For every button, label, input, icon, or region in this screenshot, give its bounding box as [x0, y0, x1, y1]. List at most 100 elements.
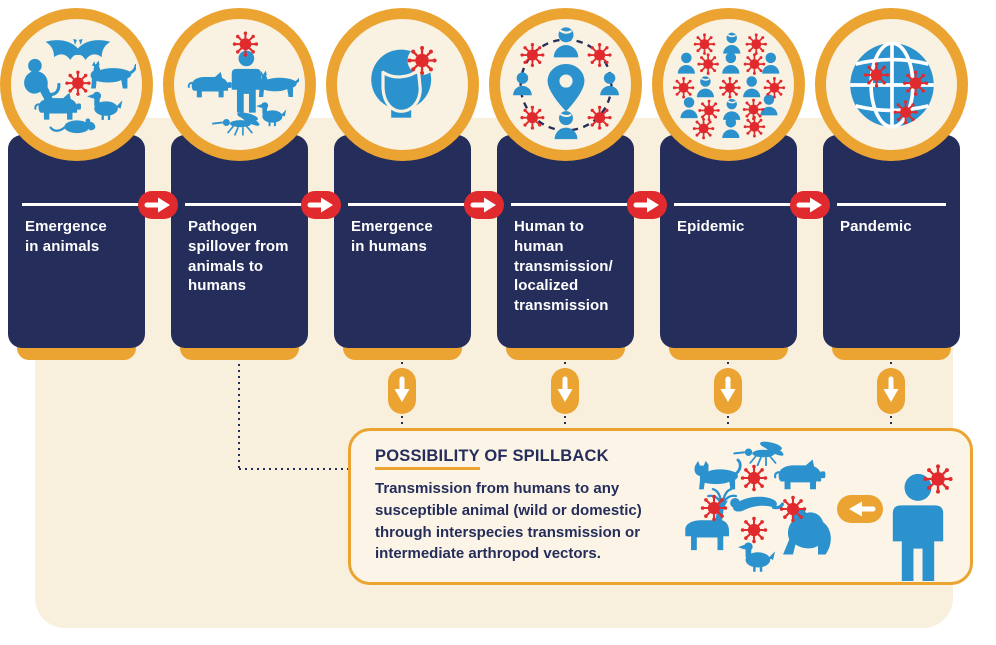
stage-label: Emergence in animals [25, 218, 107, 255]
virus-icon [518, 104, 545, 131]
stage-label: Emergence in humans [351, 218, 433, 255]
dog-icon [88, 58, 136, 90]
virus-icon [231, 30, 259, 58]
duck-icon [737, 542, 775, 572]
arrow-down-icon [877, 368, 905, 414]
person-bust-icon [721, 116, 739, 138]
human-head-virus-icon [370, 44, 438, 118]
person-bust-icon [721, 97, 741, 121]
person-bust-icon [695, 74, 715, 98]
stage-divider-line [837, 203, 946, 206]
spillback-animals-icon [684, 439, 831, 572]
rat-icon [49, 116, 96, 134]
stage-label: Human to human transmission/ localized t… [514, 218, 613, 315]
stage-divider-line [511, 203, 634, 206]
human-with-virus-icon [892, 463, 953, 581]
stage-card: Emergence in animals [8, 135, 145, 348]
virus-icon [696, 98, 721, 122]
virus-icon [862, 60, 890, 89]
stage-circle [163, 8, 316, 161]
stage-circle [0, 8, 153, 161]
duck-icon [255, 101, 286, 126]
virus-icon [744, 32, 768, 56]
stage-human-to-human-transmission: Human to human transmission/ localized t… [489, 0, 642, 390]
monkey-icon [22, 56, 61, 103]
arrow-right-icon [790, 191, 830, 219]
virus-icon [717, 75, 741, 99]
stage-emergence-in-humans: Emergence in humans [326, 0, 479, 390]
stage-pathogen-spillover: Pathogen spillover from animals to human… [163, 0, 316, 390]
virus-icon [691, 116, 715, 140]
arrow-down-icon [388, 368, 416, 414]
virus-icon [739, 463, 769, 493]
virus-icon [778, 494, 808, 524]
person-bust-icon [679, 96, 698, 118]
deer-icon [684, 487, 738, 552]
stage-card: Pandemic [823, 135, 960, 348]
person-bust-icon [721, 52, 739, 74]
stage-divider-line [674, 203, 797, 206]
spillback-dotted-connector-horizontal [239, 468, 348, 470]
person-bust-icon [553, 109, 578, 140]
virus-icon [405, 44, 438, 76]
virus-icon [586, 41, 613, 68]
pig-icon [33, 91, 82, 121]
human-among-animals-virus-icon [187, 30, 299, 136]
pig-icon [773, 458, 827, 491]
arrow-right-icon [627, 191, 667, 219]
stage-divider-line [22, 203, 145, 206]
person-bust-icon [677, 52, 695, 74]
person-bust-icon [761, 52, 779, 74]
stage-circle [326, 8, 479, 161]
person-icon [892, 473, 944, 581]
pig-icon [187, 70, 233, 98]
virus-icon [671, 75, 695, 99]
virus-icon [742, 52, 766, 76]
arrow-left-icon [837, 495, 883, 523]
spillback-dotted-connector-vertical [238, 358, 240, 470]
globe-viruses-icon [849, 40, 934, 129]
mosquito-icon [732, 439, 786, 467]
duck-icon [86, 91, 122, 120]
virus-icon [63, 69, 92, 97]
stage-card: Emergence in humans [334, 135, 471, 348]
arrow-right-icon [464, 191, 504, 219]
stage-label: Pathogen spillover from animals to human… [188, 218, 289, 295]
stage-circle [489, 8, 642, 161]
stage-pandemic: Pandemic [815, 0, 968, 390]
stage-label: Epidemic [677, 218, 745, 235]
people-network-pin-icon [512, 25, 619, 140]
virus-icon [762, 75, 786, 99]
stage-epidemic: Epidemic [652, 0, 805, 390]
spillback-box: POSSIBILITY OF SPILLBACK Transmission fr… [348, 428, 973, 585]
arrow-down-icon [714, 368, 742, 414]
virus-icon [586, 104, 613, 131]
spillback-description: Transmission from humans to any suscepti… [375, 480, 642, 563]
person-bust-icon [512, 71, 532, 95]
virus-icon [699, 493, 729, 523]
person-bust-icon [599, 71, 619, 95]
location-pin-icon [547, 63, 584, 111]
globe-icon [849, 40, 934, 129]
person-bust-icon [552, 25, 579, 58]
stage-card: Pathogen spillover from animals to human… [171, 135, 308, 348]
virus-icon [518, 41, 545, 68]
ferret-icon [728, 495, 785, 514]
stage-card: Epidemic [660, 135, 797, 348]
crowd-viruses-icon [671, 31, 786, 140]
dog-icon [256, 68, 299, 98]
person-icon [231, 50, 261, 113]
stage-label: Pandemic [840, 218, 912, 235]
cat-icon [693, 458, 742, 491]
spillback-title: POSSIBILITY OF SPILLBACK [375, 447, 609, 470]
stage-emergence-in-animals: Emergence in animals [0, 0, 153, 390]
stage-circle [652, 8, 805, 161]
virus-icon [692, 32, 716, 56]
virus-icon [739, 515, 769, 545]
spillback-title-rest: OF SPILLBACK [479, 447, 609, 465]
bat-icon [45, 38, 110, 60]
virus-icon [696, 52, 720, 76]
virus-icon [742, 114, 766, 138]
virus-icon [892, 98, 919, 125]
